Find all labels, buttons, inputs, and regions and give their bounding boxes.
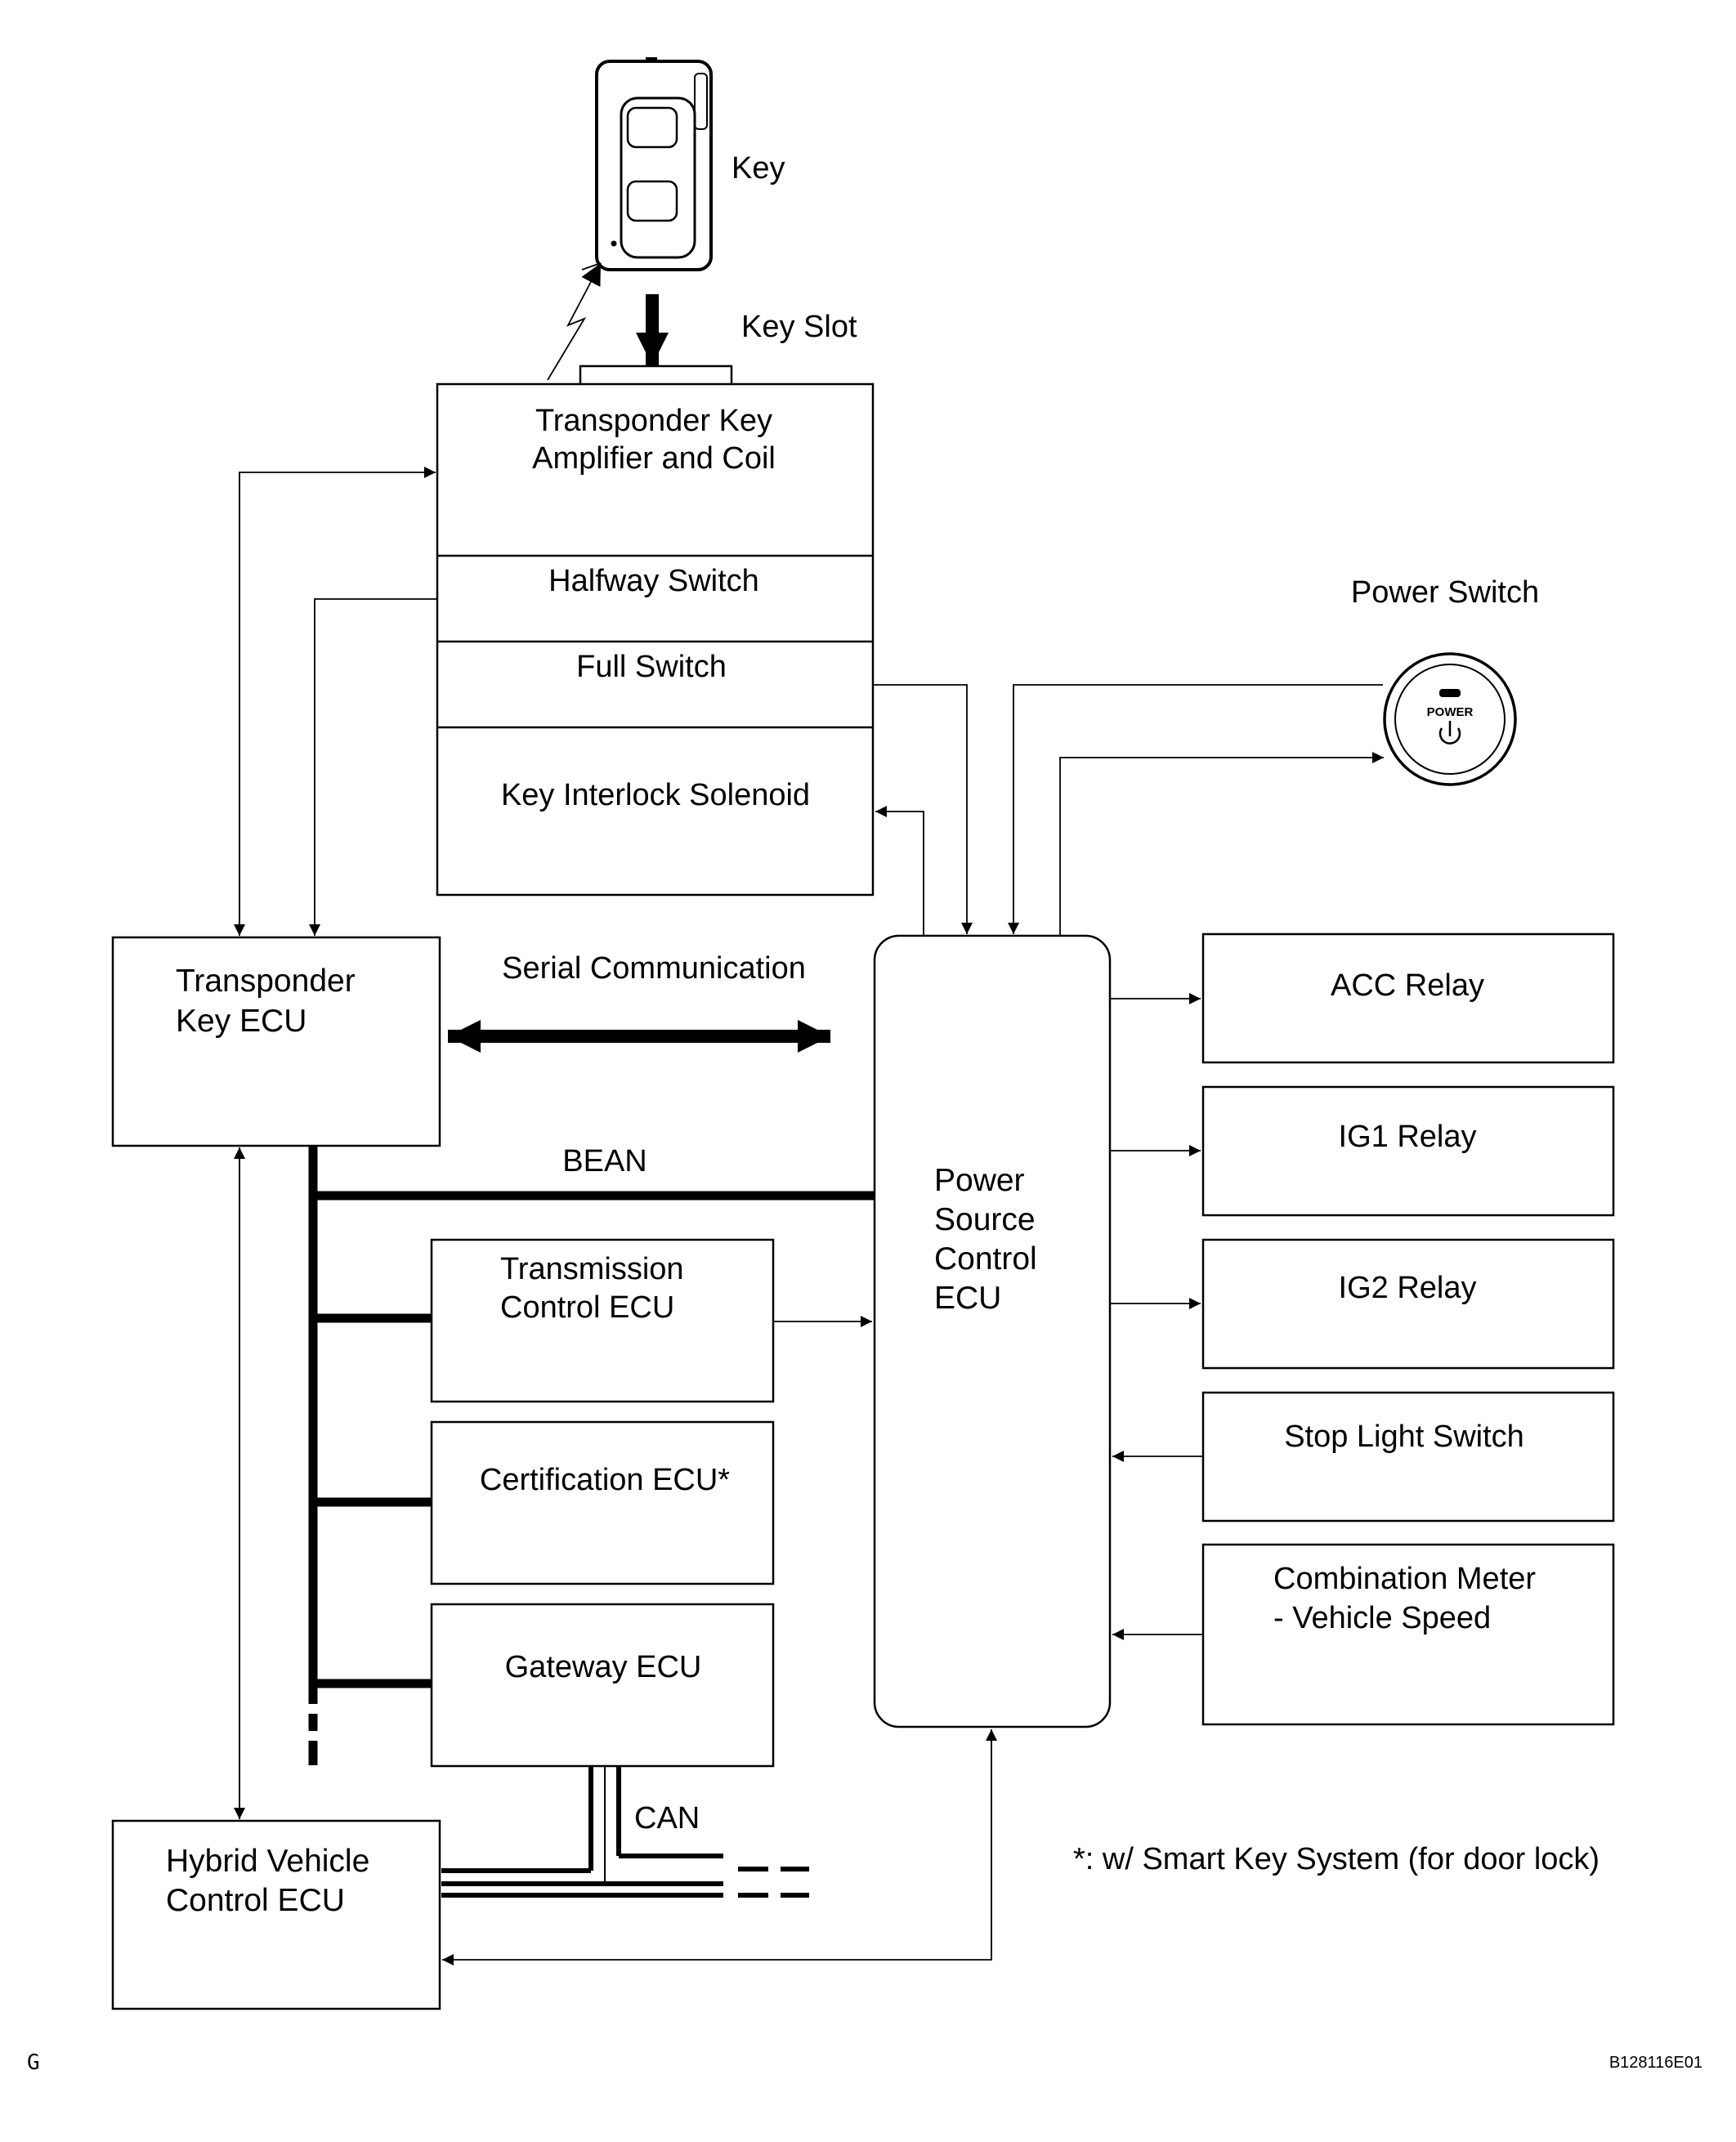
combination-meter-label-2: - Vehicle Speed xyxy=(1273,1601,1491,1635)
stop-light-switch-box xyxy=(1201,1391,1615,1523)
amplifier-label-2: Amplifier and Coil xyxy=(532,441,776,476)
corner-letter: G xyxy=(27,2050,40,2075)
gateway-label: Gateway ECU xyxy=(505,1650,702,1684)
link-ps-ecu-to-key-interlock xyxy=(875,806,924,936)
stop-light-switch-label: Stop Light Switch xyxy=(1284,1420,1524,1454)
link-ecu-to-amplifier xyxy=(239,467,436,936)
key-slot xyxy=(579,364,733,384)
link-power-switch-to-ps-ecu xyxy=(1008,684,1383,934)
power-switch-icon: POWER xyxy=(1383,652,1517,786)
power-source-control-ecu xyxy=(873,934,1112,1728)
power-switch-label: Power Switch xyxy=(1351,575,1539,610)
power-source-label-1: Power xyxy=(934,1163,1025,1198)
halfway-switch-label: Halfway Switch xyxy=(548,564,759,598)
transponder-unit xyxy=(436,382,875,897)
hybrid-label-2: Control ECU xyxy=(166,1883,345,1918)
key-interlock-solenoid-label: Key Interlock Solenoid xyxy=(501,778,810,812)
can-label: CAN xyxy=(634,1801,700,1836)
power-source-label-4: ECU xyxy=(934,1281,1001,1316)
power-source-label-2: Source xyxy=(934,1202,1036,1237)
wireless-link-tail xyxy=(581,262,602,271)
link-halfway-switch-to-ecu xyxy=(309,598,437,936)
full-switch-label: Full Switch xyxy=(576,650,727,684)
svg-text:POWER: POWER xyxy=(1427,705,1474,719)
wireless-link xyxy=(547,262,602,381)
ig2-relay-box xyxy=(1201,1238,1615,1370)
link-ps-ecu-to-power-switch xyxy=(1059,752,1384,936)
hybrid-label-1: Hybrid Vehicle xyxy=(166,1844,369,1879)
key-fob-icon xyxy=(595,57,713,271)
link-full-switch-to-ps-ecu xyxy=(873,684,973,934)
transponder-key-ecu xyxy=(111,936,441,1147)
bean-label: BEAN xyxy=(562,1144,647,1178)
amplifier-label-1: Transponder Key xyxy=(535,404,772,438)
acc-relay-box xyxy=(1201,932,1615,1064)
ig1-relay-label: IG1 Relay xyxy=(1339,1120,1477,1154)
bean-bus xyxy=(308,1146,875,1765)
transponder-key-ecu-label-2: Key ECU xyxy=(176,1004,306,1039)
certification-ecu xyxy=(430,1420,775,1585)
key-slot-label: Key Slot xyxy=(741,310,857,344)
ig2-relay-label: IG2 Relay xyxy=(1339,1271,1477,1305)
serial-communication-label: Serial Communication xyxy=(502,951,806,986)
hybrid-vehicle-control-ecu xyxy=(111,1819,441,2010)
acc-relay-label: ACC Relay xyxy=(1331,968,1484,1003)
transmission-label-2: Control ECU xyxy=(500,1290,674,1325)
transmission-label-1: Transmission xyxy=(500,1252,684,1286)
certification-label: Certification ECU* xyxy=(480,1463,730,1497)
can-bus xyxy=(441,1766,809,1898)
key-label: Key xyxy=(732,151,785,186)
combination-meter-label-1: Combination Meter xyxy=(1273,1562,1536,1596)
figure-code: B128116E01 xyxy=(1609,2054,1702,2072)
transmission-control-ecu xyxy=(430,1238,775,1403)
transponder-key-ecu-label-1: Transponder xyxy=(176,964,356,999)
power-source-label-3: Control xyxy=(934,1241,1037,1277)
footnote: *: w/ Smart Key System (for door lock) xyxy=(1073,1842,1600,1876)
ig1-relay-box xyxy=(1201,1085,1615,1217)
gateway-ecu xyxy=(430,1603,775,1768)
